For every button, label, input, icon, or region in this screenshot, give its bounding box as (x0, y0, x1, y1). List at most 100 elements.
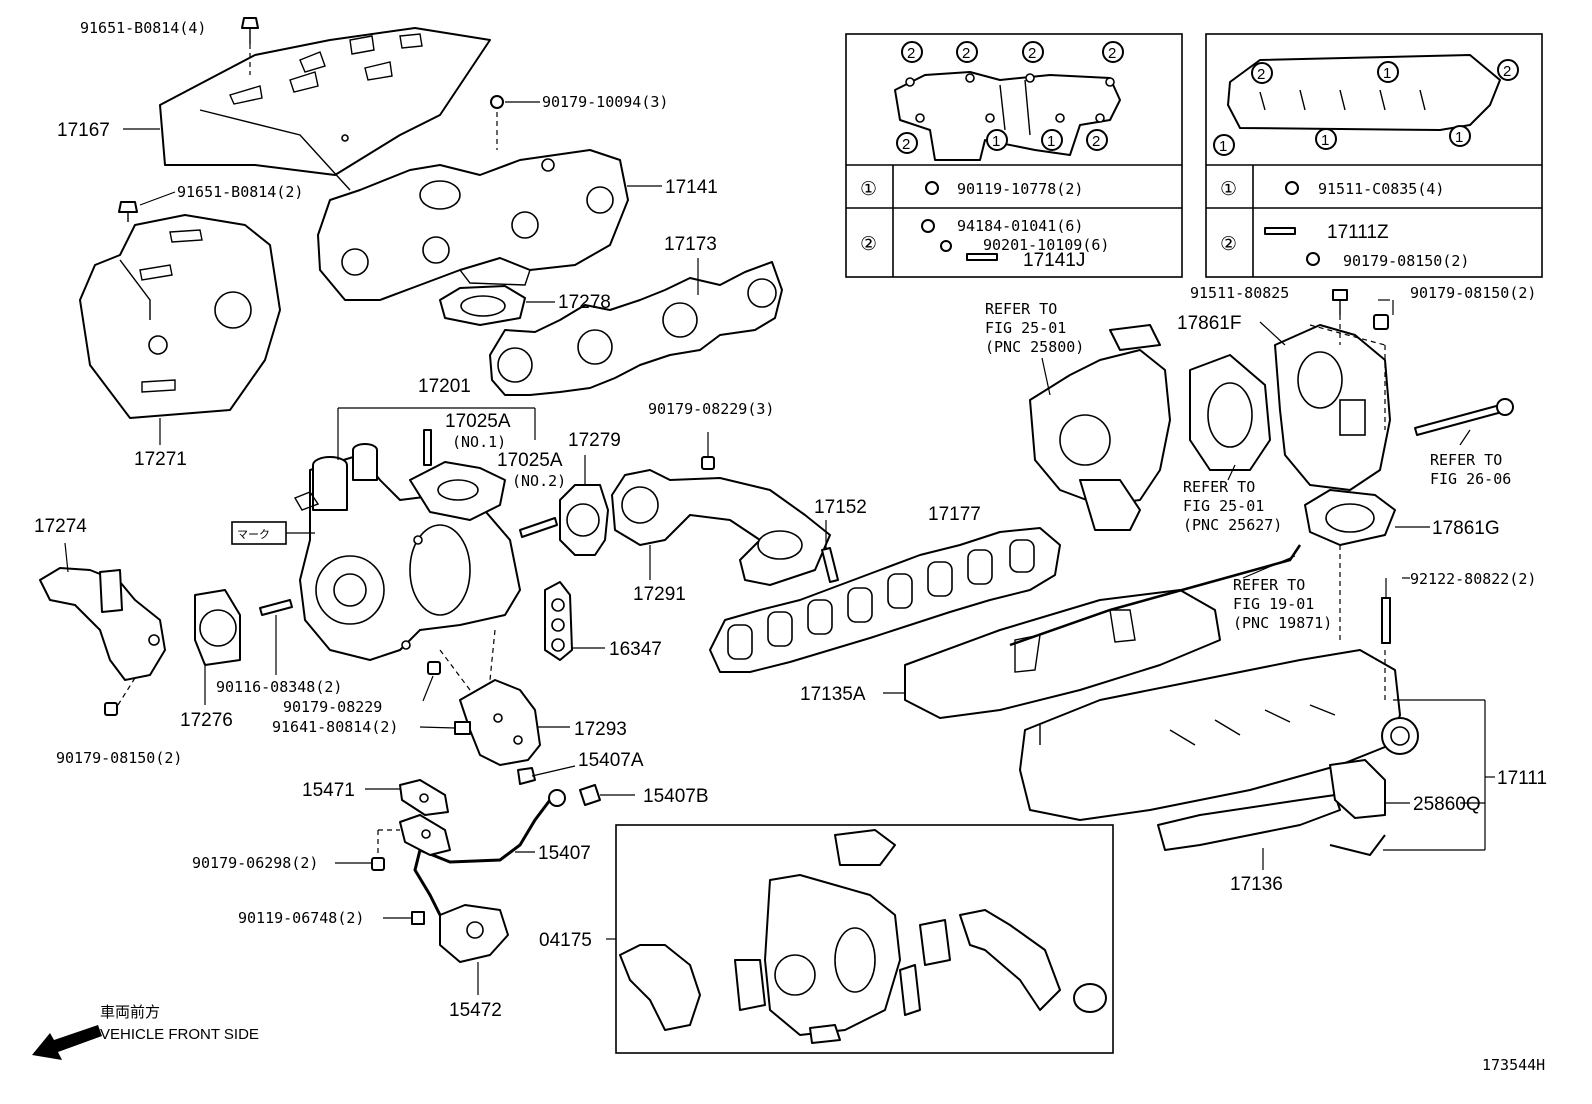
nut-90179-08150-left (104, 702, 118, 716)
inset-right-row1-part: 91511-C0835(4) (1318, 180, 1444, 198)
inset-right-row2-num: ② (1220, 234, 1237, 255)
refer-25800-l3: (PNC 25800) (985, 338, 1084, 356)
label-17152: 17152 (814, 497, 867, 518)
vacuum-switch-25860Q (1329, 759, 1386, 857)
label-91651-mid: 91651-B0814(2) (177, 183, 303, 201)
label-17173: 17173 (664, 234, 717, 255)
label-25860Q: 25860Q (1413, 794, 1481, 815)
heat-insulator-17271 (79, 214, 281, 419)
nut-90179-08229 (427, 661, 441, 675)
label-17861G: 17861G (1432, 518, 1500, 539)
circle-mark: 2 (901, 41, 923, 63)
long-bolt-refer-26-06 (1414, 398, 1514, 436)
label-04175: 04175 (539, 930, 592, 951)
svg-text:1: 1 (1455, 129, 1463, 146)
inset-circle-marks: 2 2 2 2 2 1 1 2 2 1 2 1 1 1 (896, 41, 1519, 156)
heat-insulator-17167 (159, 27, 491, 191)
label-17861F: 17861F (1177, 313, 1241, 334)
bracket-17293 (439, 629, 541, 766)
cable-19871 (1009, 544, 1302, 647)
refer-26-06-l2: FIG 26-06 (1430, 470, 1511, 488)
front-note-jp: 車両前方 (100, 1004, 160, 1021)
inset-right-content: ① 91511-C0835(4) ② 17111Z 90179-08150(2) (1220, 179, 1469, 270)
circle-mark: 2 (956, 41, 978, 63)
circle-mark: 1 (1377, 61, 1399, 83)
gasket-17278 (439, 285, 526, 326)
nut-90179-06298 (371, 857, 385, 871)
label-15407A: 15407A (578, 750, 644, 771)
refer-notes: REFER TO FIG 25-01 (PNC 25800) REFER TO … (985, 300, 1511, 632)
label-17293: 17293 (574, 719, 627, 740)
refer-19871-l3: (PNC 19871) (1233, 614, 1332, 632)
label-17276: 17276 (180, 710, 233, 731)
circle-mark: 2 (1022, 41, 1044, 63)
gasket-25627 (1189, 354, 1271, 471)
inset-left-row2-part2: 90201-10109(6) (983, 236, 1109, 254)
inset-right-row1-num: ① (1220, 179, 1237, 200)
nut-90179-08150-right (1373, 314, 1389, 330)
svg-text:2: 2 (962, 45, 970, 62)
label-15407: 15407 (538, 843, 591, 864)
label-15471: 15471 (302, 780, 355, 801)
label-90116: 90116-08348(2) (216, 678, 342, 696)
svg-text:2: 2 (902, 136, 910, 153)
circle-mark: 1 (986, 129, 1008, 151)
label-17177: 17177 (928, 504, 981, 525)
svg-text:1: 1 (1321, 132, 1329, 149)
nut-90179-08229-3 (701, 432, 715, 470)
label-90179-08150-left: 90179-08150(2) (56, 749, 182, 767)
label-91511-80825: 91511-80825 (1190, 284, 1289, 302)
stud-92122 (1381, 597, 1391, 644)
inset-right-row2-part1: 17111Z (1327, 222, 1389, 243)
leader-lines (64, 101, 1495, 995)
circle-mark: 1 (1449, 125, 1471, 147)
label-16347: 16347 (609, 639, 662, 660)
svg-text:1: 1 (1219, 138, 1227, 155)
inset-intake-manifold (1205, 33, 1543, 278)
bolt-90119-06748 (411, 911, 425, 925)
svg-text:2: 2 (1108, 45, 1116, 62)
gasket-17177 (709, 527, 1061, 673)
inset-right-row2-part2: 90179-08150(2) (1343, 252, 1469, 270)
egr-valve-25800 (1029, 324, 1171, 531)
circle-mark: 2 (1086, 129, 1108, 151)
inset-left-row1-part: 90119-10778(2) (957, 180, 1083, 198)
inset-left-row2-part3: 17141J (1023, 250, 1085, 271)
label-90179-10094: 90179-10094(3) (542, 93, 668, 111)
stud-90116 (259, 599, 293, 616)
label-17025A-no2-sub: (NO.2) (512, 472, 566, 490)
label-17167: 17167 (57, 120, 110, 141)
bolt-91641 (454, 721, 471, 735)
diagram-id: 173544H (1482, 1056, 1545, 1074)
cover-17136 (1157, 794, 1341, 851)
refer-26-06-l1: REFER TO (1430, 451, 1502, 469)
label-17025A-no2: 17025A (497, 450, 563, 471)
label-17278: 17278 (558, 292, 611, 313)
svg-text:1: 1 (992, 133, 1000, 150)
circle-mark: 2 (1102, 41, 1124, 63)
circle-mark: 1 (1041, 129, 1063, 151)
svg-text:1: 1 (1047, 133, 1055, 150)
inset-left-row2-num: ② (860, 234, 877, 255)
label-17201: 17201 (418, 376, 471, 397)
refer-19871-l2: FIG 19-01 (1233, 595, 1314, 613)
svg-text:2: 2 (1503, 63, 1511, 80)
gasket-15471 (399, 779, 449, 816)
label-17279: 17279 (568, 430, 621, 451)
refer-25627-l3: (PNC 25627) (1183, 516, 1282, 534)
inset-left-row1-num: ① (860, 179, 877, 200)
label-91641: 91641-80814(2) (272, 718, 398, 736)
oil-pipe-15407 (413, 767, 601, 916)
circle-mark: 1 (1213, 134, 1235, 156)
label-17271: 17271 (134, 449, 187, 470)
label-90179-08229-3: 90179-08229(3) (648, 400, 774, 418)
gasket-17276 (194, 589, 241, 666)
bolt-91651-mid (118, 201, 138, 222)
refer-19871-l1: REFER TO (1233, 576, 1305, 594)
refer-25627-l1: REFER TO (1183, 478, 1255, 496)
gasket-17173 (489, 261, 783, 396)
label-90119-06748: 90119-06748(2) (238, 909, 364, 927)
refer-25627-l2: FIG 25-01 (1183, 497, 1264, 515)
inset-left-content: ① 90119-10778(2) ② 94184-01041(6) 90201-… (860, 179, 1109, 271)
